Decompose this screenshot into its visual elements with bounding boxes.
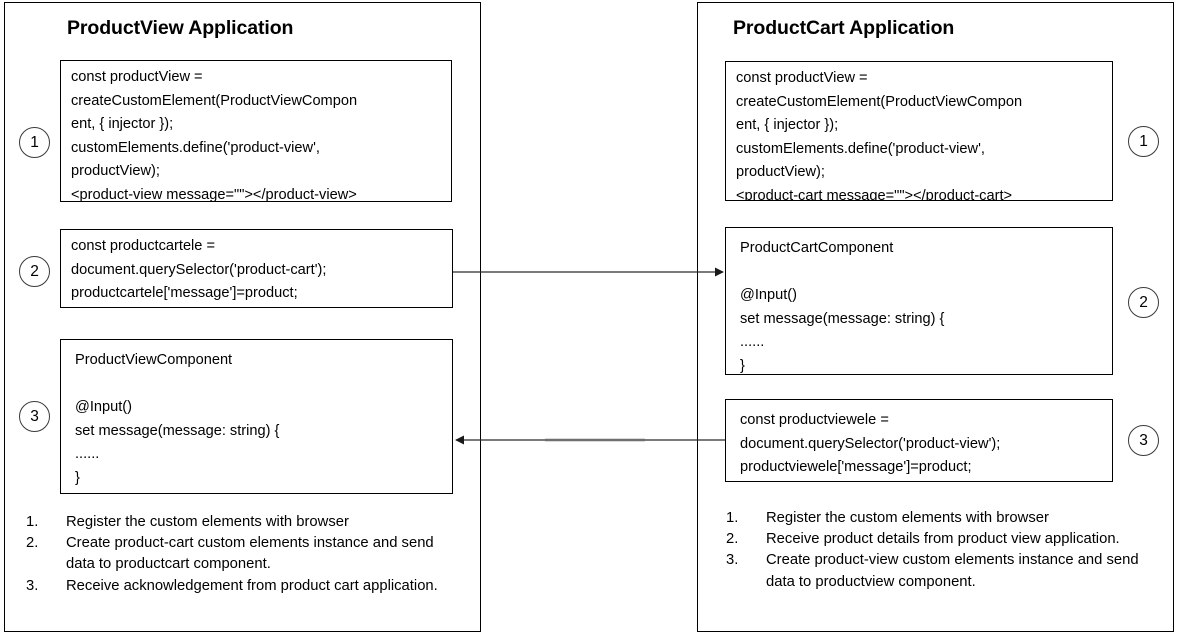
- left-code-box-2: const productcartele = document.querySel…: [60, 229, 453, 308]
- right-code-box-3: const productviewele = document.querySel…: [725, 399, 1113, 482]
- right-step-number-1: 1.: [726, 510, 739, 526]
- list-item: 2. Create product-cart custom elements i…: [26, 533, 456, 575]
- left-step-text-1: Register the custom elements with browse…: [66, 514, 349, 530]
- left-step-text-3: Receive acknowledgement from product car…: [66, 577, 438, 594]
- right-step-marker-3: 3: [1128, 425, 1159, 456]
- left-step-marker-2: 2: [19, 256, 50, 287]
- right-step-marker-1: 1: [1128, 126, 1159, 157]
- right-component-box-2: ProductCartComponent @Input() set messag…: [725, 227, 1113, 375]
- left-step-list: 1. Register the custom elements with bro…: [26, 512, 456, 597]
- right-step-text-1: Register the custom elements with browse…: [766, 510, 1049, 526]
- left-step-number-2: 2.: [26, 535, 39, 552]
- right-step-marker-2: 2: [1128, 287, 1159, 318]
- list-item: 3. Create product-view custom elements i…: [726, 550, 1166, 592]
- right-code-box-1: const productView = createCustomElement(…: [725, 61, 1113, 201]
- left-step-marker-1: 1: [19, 127, 50, 158]
- right-step-list: 1. Register the custom elements with bro…: [726, 508, 1166, 593]
- list-item: 1. Register the custom elements with bro…: [26, 512, 456, 533]
- left-step-number-3: 3.: [26, 577, 39, 594]
- right-step-text-2: Receive product details from product vie…: [766, 531, 1120, 548]
- right-step-text-3: Create product-view custom elements inst…: [766, 552, 1139, 590]
- left-panel-title: ProductView Application: [67, 17, 294, 39]
- left-component-box-3: ProductViewComponent @Input() set messag…: [60, 339, 453, 494]
- left-step-text-2: Create product-cart custom elements inst…: [66, 535, 434, 573]
- left-code-box-1: const productView = createCustomElement(…: [60, 60, 452, 202]
- right-panel-title: ProductCart Application: [733, 17, 955, 39]
- right-step-number-3: 3.: [726, 552, 739, 569]
- left-step-marker-3: 3: [19, 401, 50, 432]
- list-item: 2. Receive product details from product …: [726, 529, 1166, 550]
- list-item: 3. Receive acknowledgement from product …: [26, 576, 456, 597]
- left-step-number-1: 1.: [26, 514, 39, 530]
- list-item: 1. Register the custom elements with bro…: [726, 508, 1166, 529]
- right-step-number-2: 2.: [726, 531, 739, 548]
